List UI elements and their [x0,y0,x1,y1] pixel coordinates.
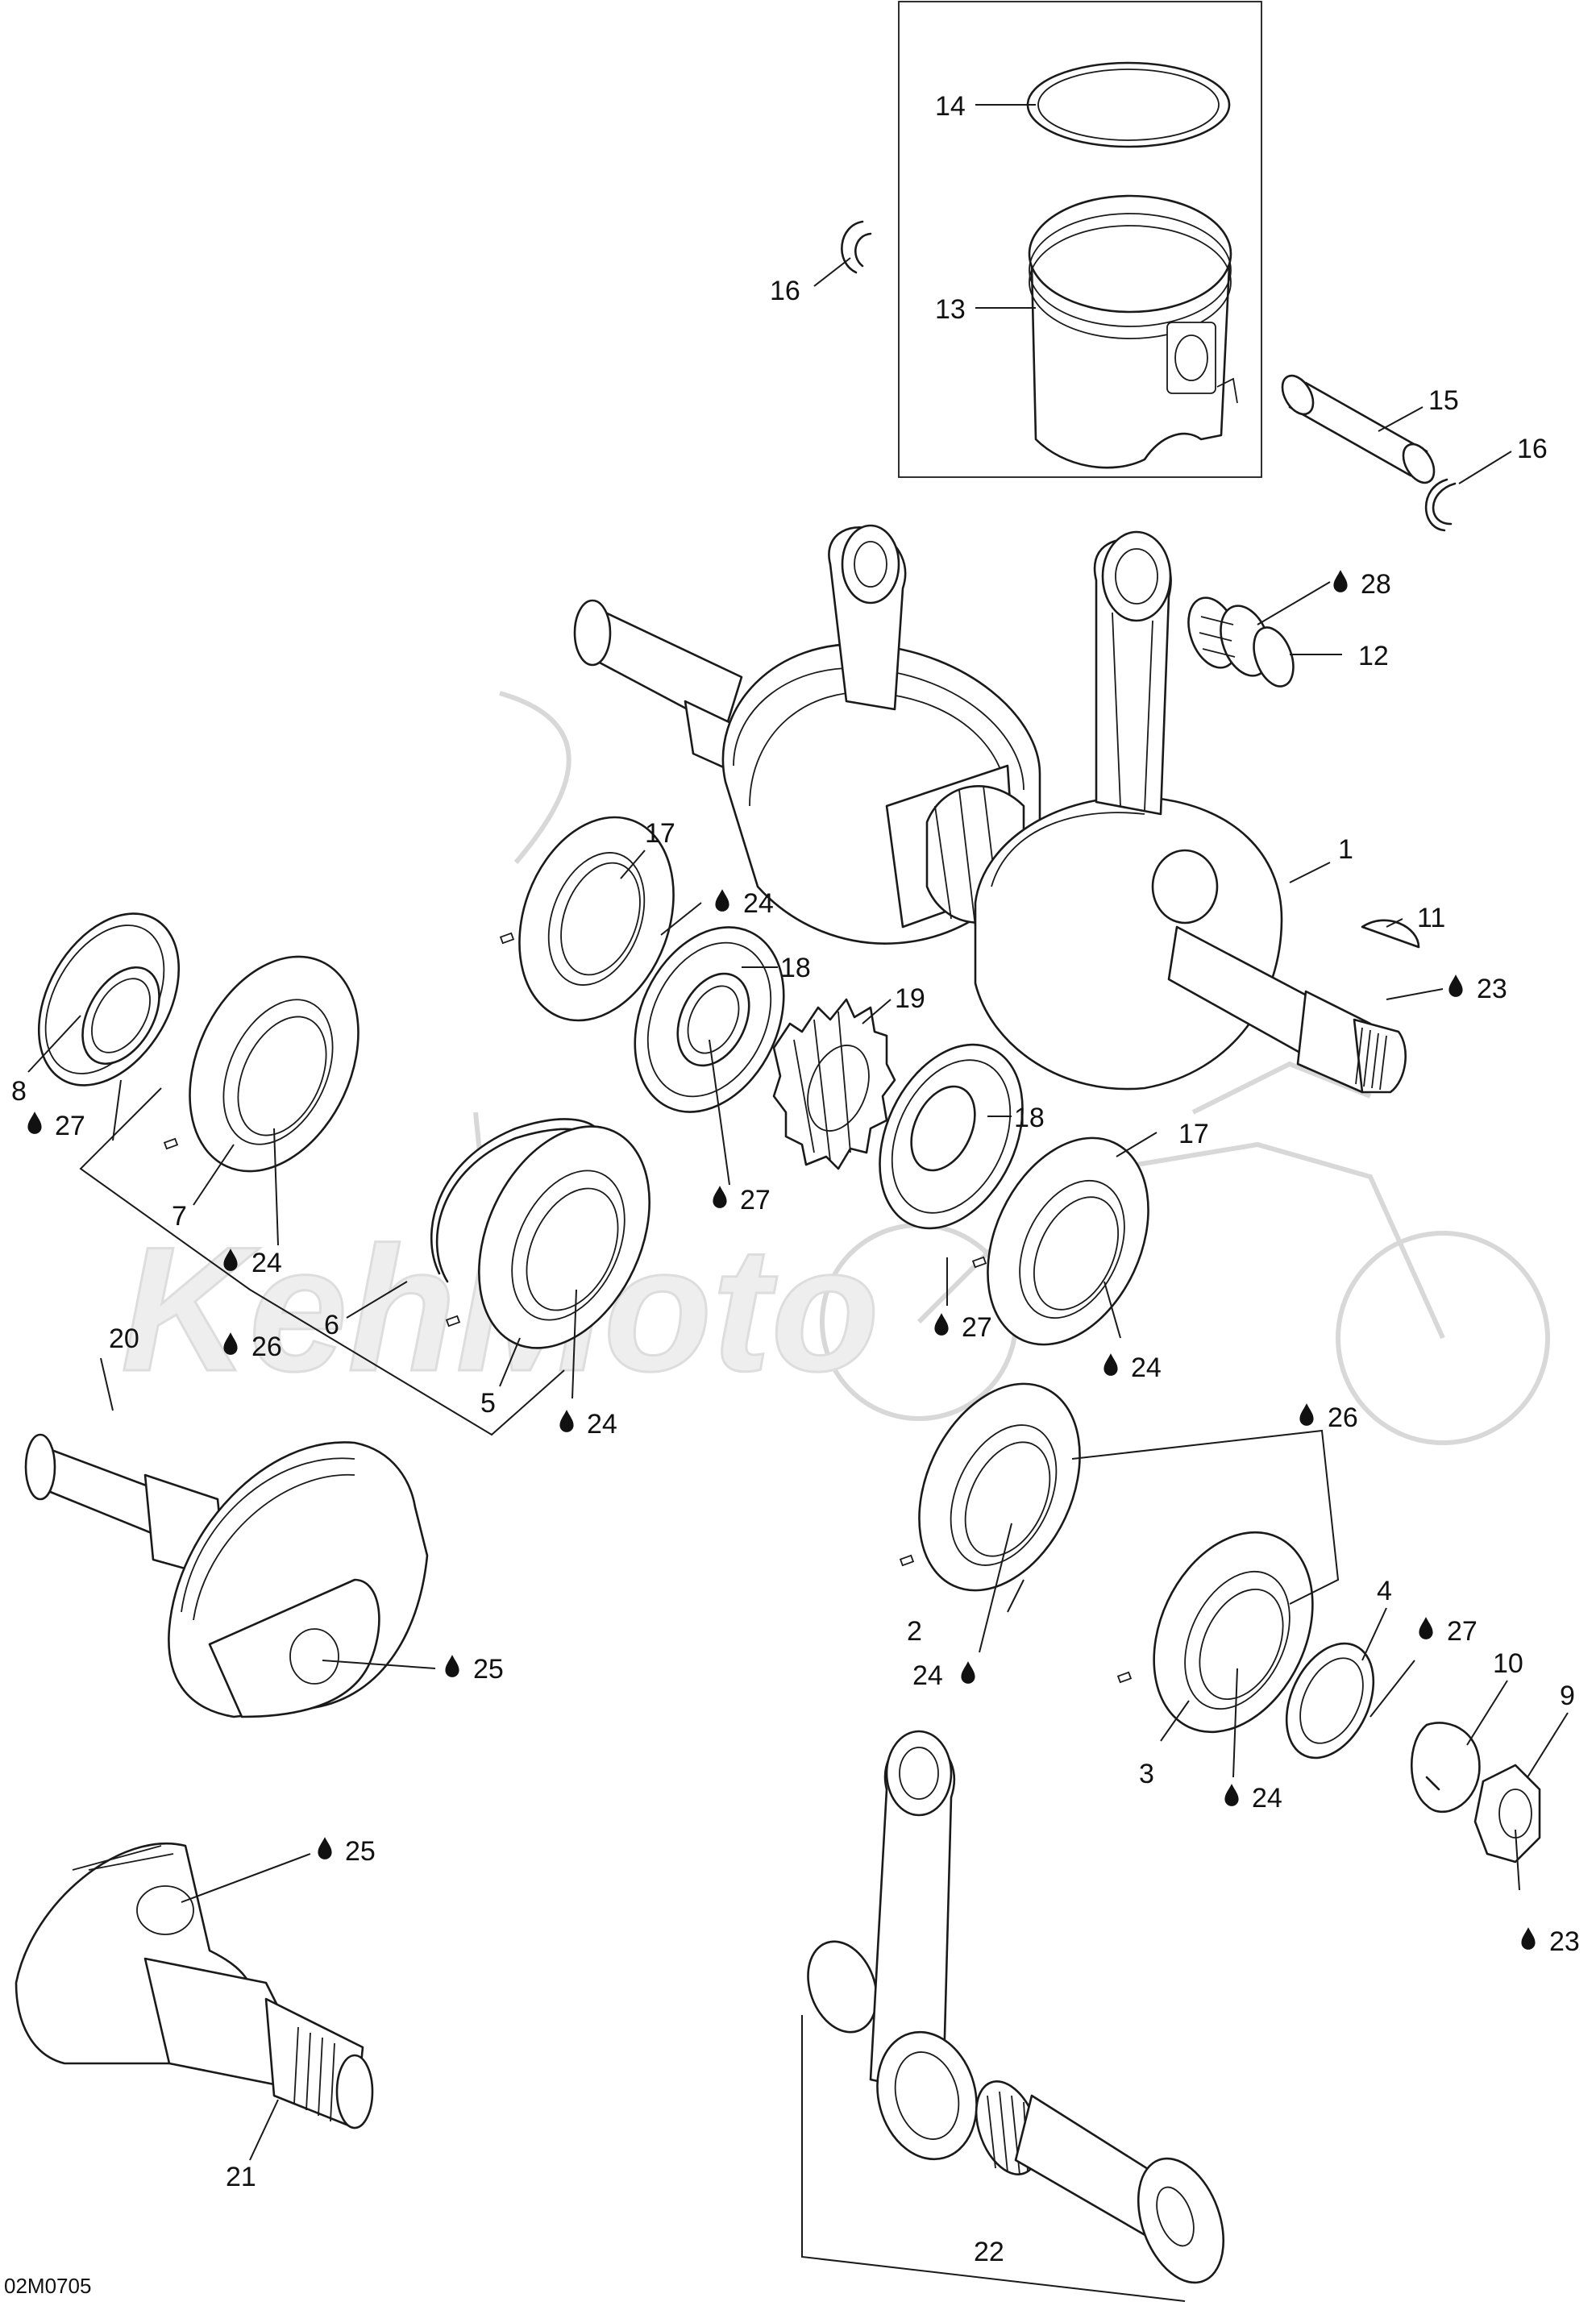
part-13-piston [1028,194,1238,469]
callout-13: 13 [935,294,966,325]
group-line-right [1071,1429,1340,1605]
oil-drop-icon [445,1655,459,1677]
part-2-ball-bearing [899,1382,1081,1592]
callout-16-right: 16 [1517,434,1548,464]
callout-18-upper: 18 [780,953,811,983]
callout-21: 21 [226,2162,256,2192]
callout-24: 24 [1131,1352,1162,1383]
callout-27: 27 [740,1185,771,1215]
callout-24: 24 [743,888,774,919]
callout-10: 10 [1493,1648,1523,1679]
oil-drop-icon [1103,1353,1118,1376]
callout-2: 2 [907,1616,922,1647]
part-15-piston-pin [1281,374,1436,484]
oil-drop-icon [1299,1403,1314,1426]
callout-14: 14 [935,91,966,122]
callout-5: 5 [480,1388,496,1419]
callout-24: 24 [251,1248,282,1278]
piston-kit-group [841,1,1457,532]
oil-drop-icon [1419,1617,1433,1639]
part-1-crankshaft-assembly [573,524,1407,1094]
callout-27: 27 [1447,1616,1478,1647]
callout-12: 12 [1358,641,1389,671]
leader-lines [27,104,1569,2161]
oil-drop-icon [1448,974,1463,997]
part-11-woodruff-key [1361,919,1420,949]
diagram-code: 02M0705 [4,2274,91,2298]
part-10-lock-washer [1410,1722,1481,1814]
group-line-left [79,1087,565,1436]
part-4-oil-seal [1285,1642,1375,1760]
oil-drop-icon [715,889,729,912]
part-12-thrust-washer [1253,626,1295,688]
callout-23: 23 [1477,974,1507,1004]
callout-labels: 14 16 13 15 16 28 12 17 24 18 19 1 11 23… [11,91,1580,2267]
oil-drop-icon [961,1661,975,1684]
callout-20: 20 [109,1323,139,1354]
part-7-ball-bearing [163,955,360,1173]
callout-27: 27 [962,1312,992,1343]
callout-26: 26 [251,1332,282,1362]
callout-22: 22 [974,2237,1004,2267]
callout-6: 6 [324,1310,339,1340]
part-9-nut [1473,1764,1541,1863]
callout-17-lower: 17 [1178,1119,1209,1149]
callout-23: 23 [1549,1926,1580,1957]
part-18-oil-seal-upper [634,926,785,1113]
callout-15: 15 [1428,385,1459,416]
callout-1: 1 [1338,834,1353,865]
part-20-crankshaft-half [24,1433,429,1718]
part-18-oil-seal-lower [879,1043,1024,1230]
part-3-ball-bearing [1116,1531,1314,1734]
callout-4: 4 [1377,1576,1392,1606]
part-16-circlip-right [1424,478,1457,532]
callout-28: 28 [1361,569,1391,600]
callout-19: 19 [895,983,925,1014]
callout-18-lower: 18 [1014,1103,1045,1133]
part-19-drive-gear [772,998,896,1170]
part-8-oil-seal [37,912,181,1087]
callout-11: 11 [1417,903,1445,933]
oil-drop-icon [713,1186,727,1208]
oil-drop-icon [27,1111,42,1134]
callout-25: 25 [473,1654,504,1685]
oil-drop-icon [1521,1927,1536,1950]
oil-drop-icon [934,1313,949,1336]
callout-9: 9 [1560,1681,1575,1711]
callout-16: 16 [770,276,800,306]
callout-24: 24 [1252,1783,1282,1814]
callout-7: 7 [172,1201,187,1232]
part-5-ball-bearing [445,1125,650,1349]
callout-17-upper: 17 [645,818,675,849]
oil-drop-icon [1224,1784,1239,1806]
callout-26: 26 [1328,1402,1358,1433]
callout-8: 8 [11,1076,27,1107]
callout-24-left: 24 [912,1660,943,1691]
part-16-circlip [841,220,872,274]
part-22-connecting-rod-kit [801,1730,1225,2302]
callout-27: 27 [55,1111,85,1141]
part-14-piston-ring [1026,61,1231,148]
oil-drop-icon [559,1410,574,1432]
part-21-crankshaft-half [15,1842,374,2129]
oil-drop-icon [318,1837,332,1859]
piston-kit-frame [898,1,1262,478]
callout-25: 25 [345,1836,376,1867]
callout-3: 3 [1139,1759,1154,1789]
callout-24: 24 [587,1409,617,1440]
oil-drop-icon [1333,570,1348,592]
part-17-ball-bearing-upper [499,816,675,1022]
